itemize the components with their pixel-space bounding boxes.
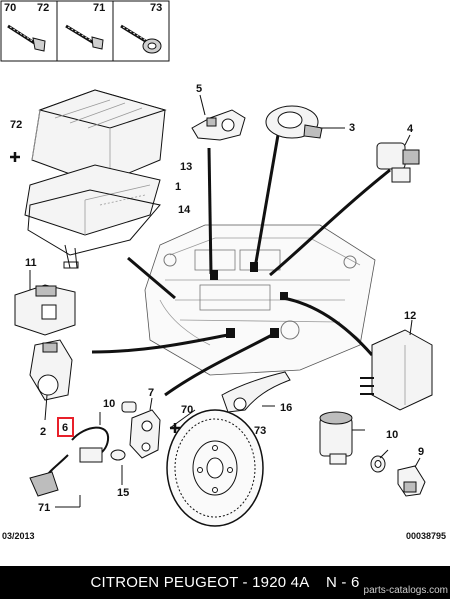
- footer-title: CITROEN PEUGEOT - 1920 4A N - 6: [90, 574, 360, 591]
- callout-6: 6: [62, 422, 68, 434]
- sensor-9: [397, 457, 426, 497]
- callout-14: 14: [178, 204, 191, 216]
- bracket-7: [129, 397, 161, 459]
- callout-71: 71: [38, 502, 50, 514]
- highlight-box: [57, 417, 74, 437]
- callout-labels: 72 5 3 4 13 1 14 11 12 2 6 10 7 70 16 73…: [10, 83, 424, 514]
- callout-4: 4: [407, 123, 414, 135]
- screw-71-icon: [65, 24, 104, 50]
- callout-72: 72: [10, 119, 22, 131]
- flywheel: [166, 409, 264, 527]
- callout-9: 9: [418, 446, 424, 458]
- sensor-block-11: [14, 270, 76, 336]
- throttle-sensor-3: [265, 105, 345, 139]
- ecu-unit: [24, 164, 161, 236]
- callout-1: 1: [175, 181, 181, 193]
- callout-73: 73: [254, 425, 266, 437]
- callout-13: 13: [180, 161, 192, 173]
- crank-sensor-6: [29, 412, 110, 497]
- clip-4: [376, 134, 420, 183]
- callout-16: 16: [280, 402, 292, 414]
- callout-3: 3: [349, 122, 355, 134]
- leader-lines: [91, 134, 391, 397]
- engine-assembly: [144, 224, 376, 376]
- sensor-5: [191, 94, 246, 141]
- screw-72-icon: [7, 24, 46, 52]
- header-parts-strip: 70 72 71 73: [0, 0, 170, 62]
- header-ref-72: 72: [37, 2, 49, 14]
- header-ref-73: 73: [150, 2, 162, 14]
- knock-sensor-2: [29, 339, 73, 421]
- watermark: parts-catalogs.com: [363, 585, 448, 596]
- callout-15: 15: [117, 487, 129, 499]
- header-ref-71: 71: [93, 2, 105, 14]
- callout-12: 12: [404, 310, 416, 322]
- relay-12: [360, 319, 433, 411]
- spacer-ring: [110, 401, 137, 485]
- callout-70: 70: [181, 404, 193, 416]
- ecu-cover: [31, 89, 167, 186]
- callout-10-left: 10: [103, 398, 115, 410]
- callout-10: 10: [386, 429, 398, 441]
- header-ref-70: 70: [4, 2, 16, 14]
- callout-2: 2: [40, 426, 46, 438]
- callout-7: 7: [148, 387, 154, 399]
- footer-date: 03/2013: [2, 531, 35, 541]
- washer-10: [370, 449, 389, 473]
- solenoid-valve: [319, 411, 365, 465]
- bracket-16: [221, 371, 291, 413]
- screw-73-icon: [120, 24, 162, 54]
- footer-bar: [0, 566, 450, 599]
- callout-11: 11: [25, 257, 37, 269]
- footer-code: 00038795: [405, 531, 446, 541]
- callout-5: 5: [196, 83, 202, 95]
- ecu-bracket: [27, 189, 161, 269]
